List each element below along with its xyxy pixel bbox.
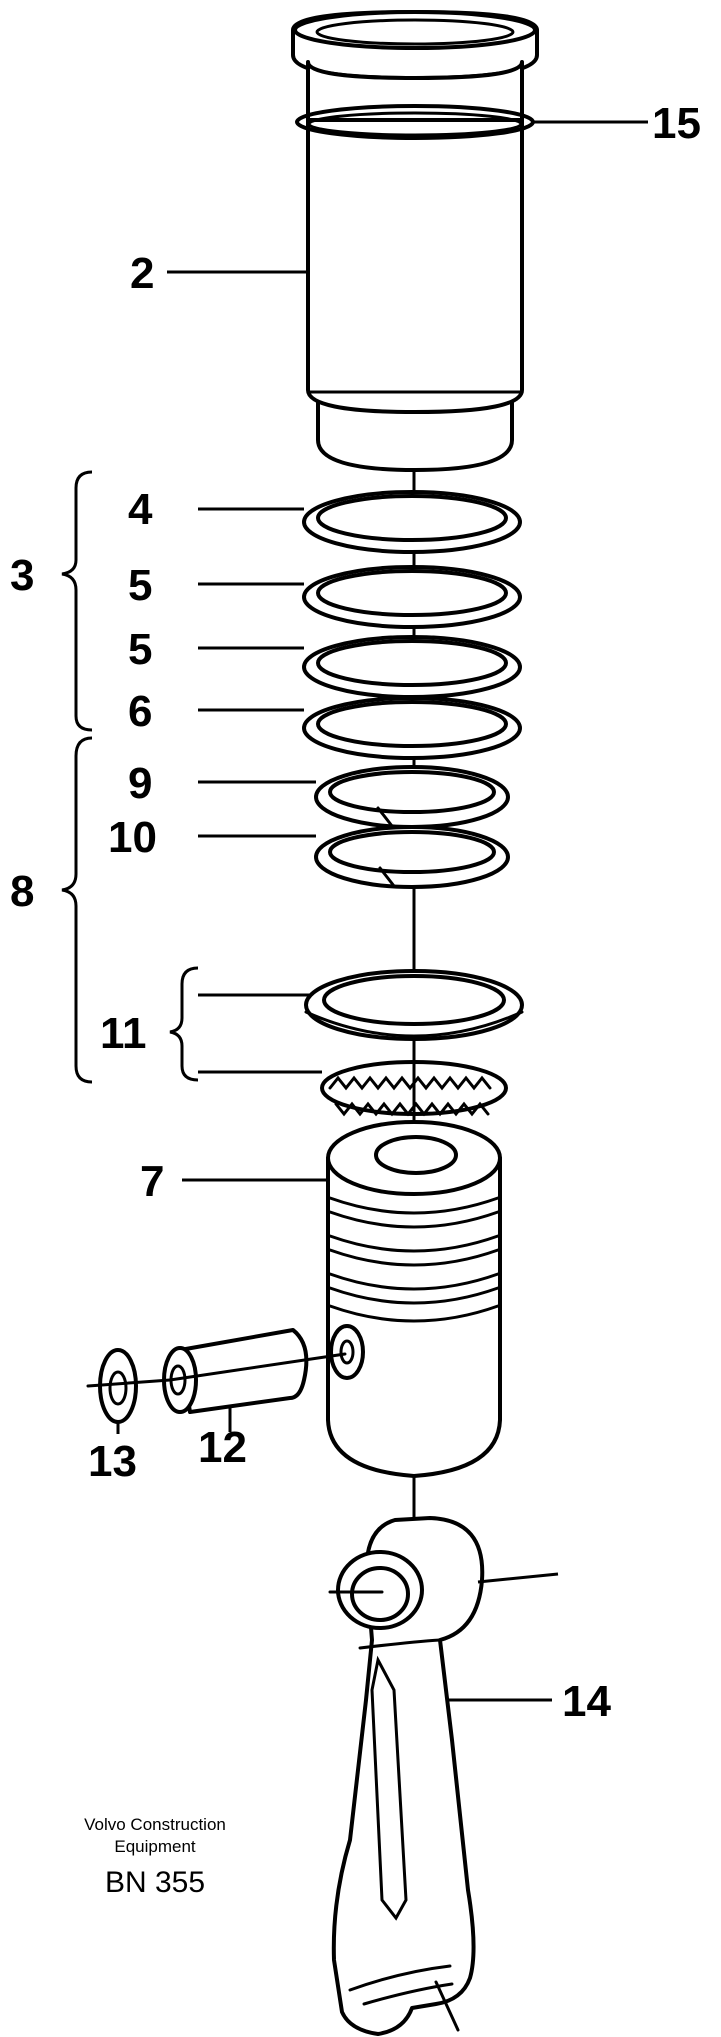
callout-5-lower: 5 xyxy=(128,625,152,674)
piston-ring-4 xyxy=(302,490,522,554)
snap-ring xyxy=(86,1348,172,1424)
caption-code: BN 355 xyxy=(105,1866,205,1899)
callout-7: 7 xyxy=(140,1157,164,1206)
cylinder-liner xyxy=(291,10,539,472)
callout-6: 6 xyxy=(128,687,152,736)
piston-ring-5-lower xyxy=(302,635,522,699)
piston-ring-5-upper xyxy=(302,565,522,629)
piston-ring-9 xyxy=(314,765,510,829)
piston-ring-6 xyxy=(302,696,522,760)
brace-3 xyxy=(61,470,93,732)
callout-10: 10 xyxy=(108,813,157,862)
callout-2: 2 xyxy=(130,249,154,298)
callout-11: 11 xyxy=(100,1009,147,1058)
callout-12: 12 xyxy=(198,1423,247,1472)
callout-14: 14 xyxy=(562,1677,611,1726)
oil-ring-rail xyxy=(304,969,524,1041)
callout-15: 15 xyxy=(652,99,701,148)
leader-rod-bore xyxy=(477,1572,559,1584)
oil-ring-expander xyxy=(320,1060,508,1117)
connecting-rod xyxy=(328,1516,485,2036)
brace-11 xyxy=(169,966,199,1082)
piston xyxy=(326,1120,502,1478)
brace-8 xyxy=(61,736,93,1084)
caption-line-1: Volvo Construction xyxy=(84,1815,226,1834)
piston-ring-10 xyxy=(314,825,510,889)
callout-4: 4 xyxy=(128,485,153,534)
callout-8: 8 xyxy=(10,867,34,916)
caption-line-2: Equipment xyxy=(114,1837,196,1856)
callout-9: 9 xyxy=(128,759,152,808)
piston-pin xyxy=(162,1328,347,1414)
callout-13: 13 xyxy=(88,1437,137,1486)
callout-3: 3 xyxy=(10,551,34,600)
callout-5-upper: 5 xyxy=(128,561,152,610)
